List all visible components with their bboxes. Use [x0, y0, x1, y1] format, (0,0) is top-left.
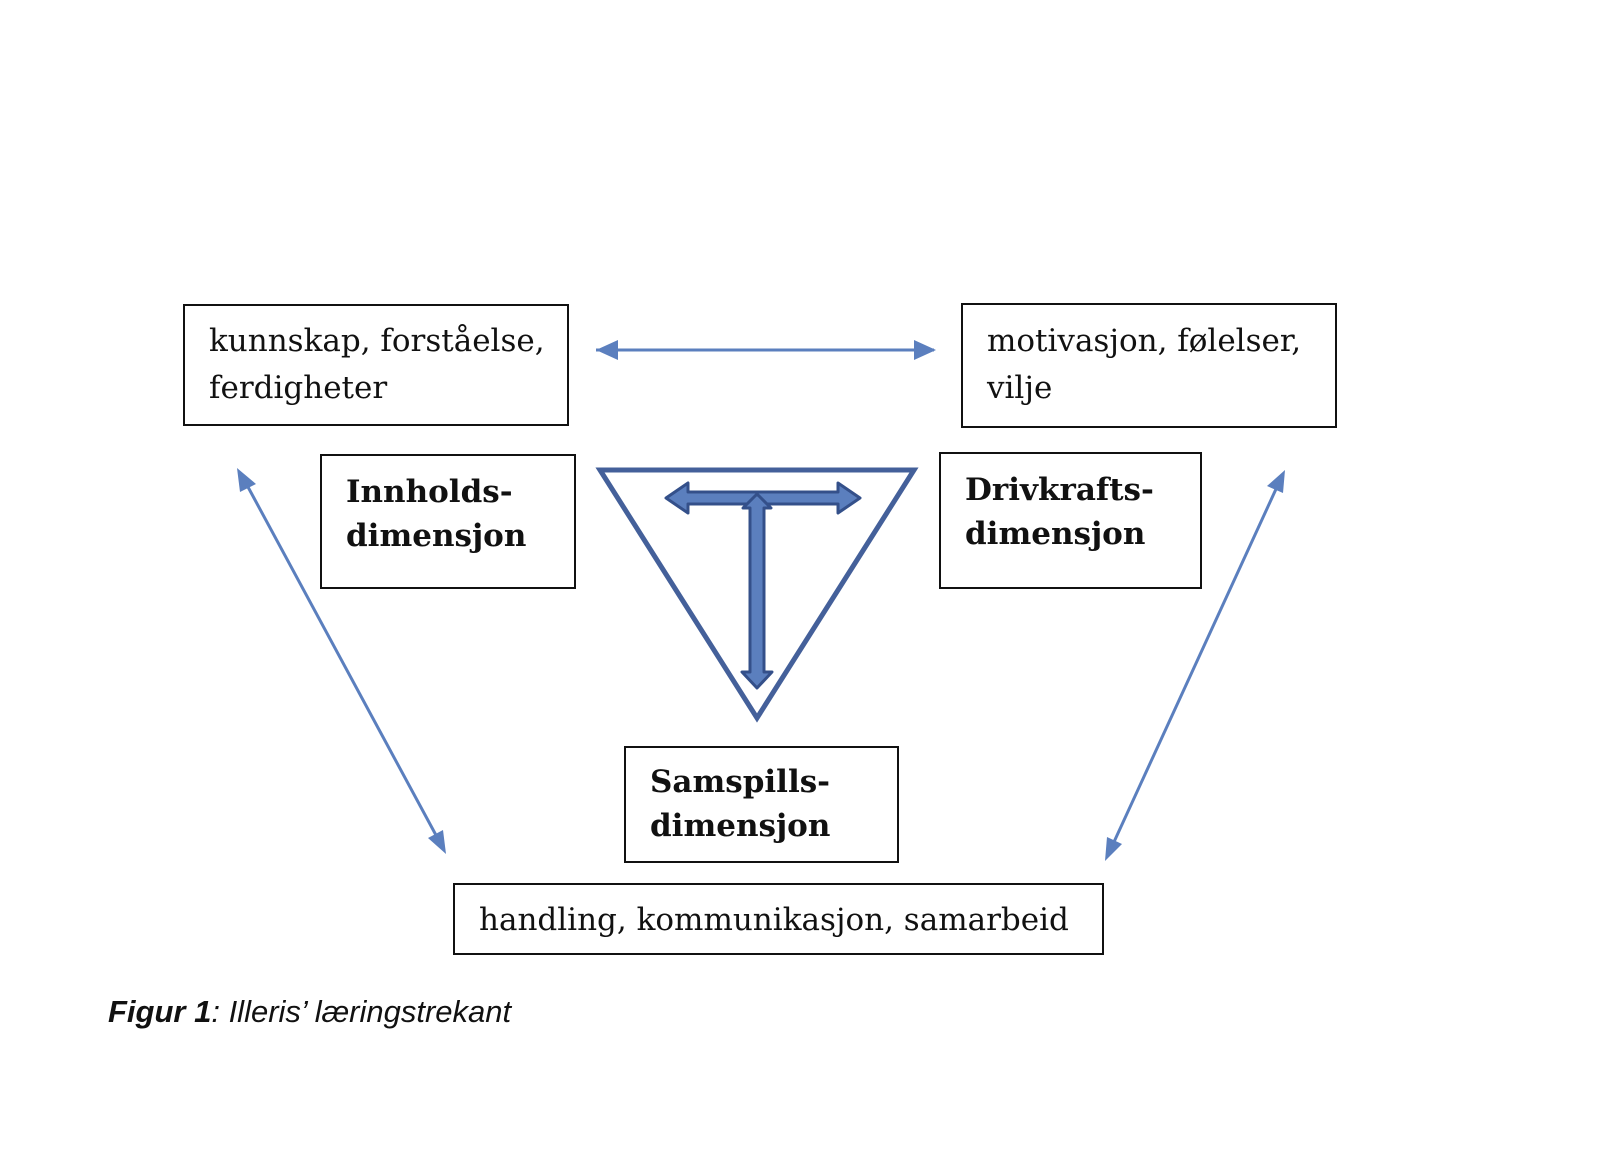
content-dimension-box: Innholds- dimensjon	[320, 454, 576, 589]
interaction-keywords-text: handling, kommunikasjon, samarbeid	[479, 902, 1069, 938]
figure-caption: Figur 1: Illeris’ læringstrekant	[108, 992, 511, 1032]
interaction-keywords-box: handling, kommunikasjon, samarbeid	[453, 883, 1104, 955]
t-arrow-vertical	[740, 492, 774, 690]
double-arrow-drive-interaction	[1105, 470, 1285, 861]
interaction-dimension-box: Samspills- dimensjon	[624, 746, 899, 863]
content-keywords-box: kunnskap, forståelse, ferdigheter	[183, 304, 569, 426]
drive-dimension-label: Drivkrafts- dimensjon	[965, 472, 1154, 552]
content-keywords-text: kunnskap, forståelse, ferdigheter	[209, 323, 545, 406]
content-dimension-label: Innholds- dimensjon	[346, 474, 527, 554]
double-arrow-content-interaction	[237, 468, 446, 854]
drive-keywords-text: motivasjon, følelser, vilje	[987, 323, 1302, 406]
learning-triangle	[595, 467, 919, 723]
figure-label: Figur 1	[108, 994, 212, 1029]
drive-keywords-box: motivasjon, følelser, vilje	[961, 303, 1337, 428]
t-arrow	[664, 481, 862, 690]
drive-dimension-box: Drivkrafts- dimensjon	[939, 452, 1202, 589]
figure-caption-text: : Illeris’ læringstrekant	[211, 994, 512, 1029]
interaction-dimension-label: Samspills- dimensjon	[650, 764, 831, 844]
double-arrow-content-drive	[596, 340, 936, 360]
